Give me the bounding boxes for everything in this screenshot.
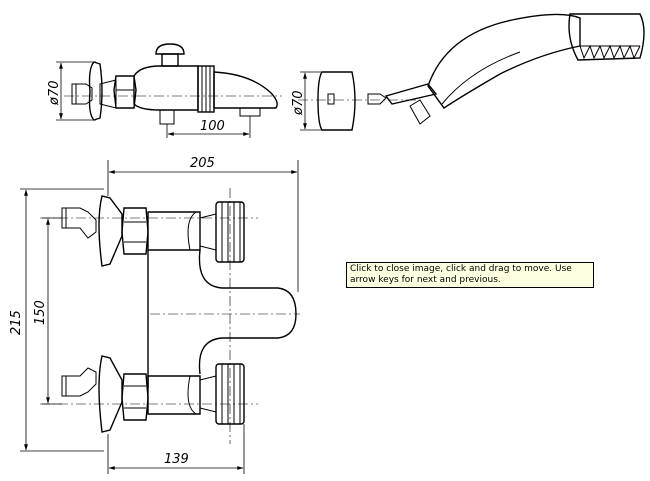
dim-shower-diameter: ø70: [291, 91, 306, 117]
dim-inlet-spacing: 150: [33, 300, 48, 325]
hand-shower-view: ø70: [291, 13, 645, 131]
dim-overall-width: 205: [190, 156, 215, 171]
dim-overall-height: 215: [9, 310, 24, 335]
mixer-front-view: 205 215 150 139: [9, 156, 300, 474]
viewer-tooltip[interactable]: Click to close image, click and drag to …: [346, 262, 594, 288]
dim-top-left-diameter: ø70: [47, 81, 62, 107]
dim-spout-length: 100: [200, 119, 225, 134]
mixer-side-view: ø70 100: [47, 43, 282, 138]
dim-outlet-depth: 139: [164, 452, 189, 467]
